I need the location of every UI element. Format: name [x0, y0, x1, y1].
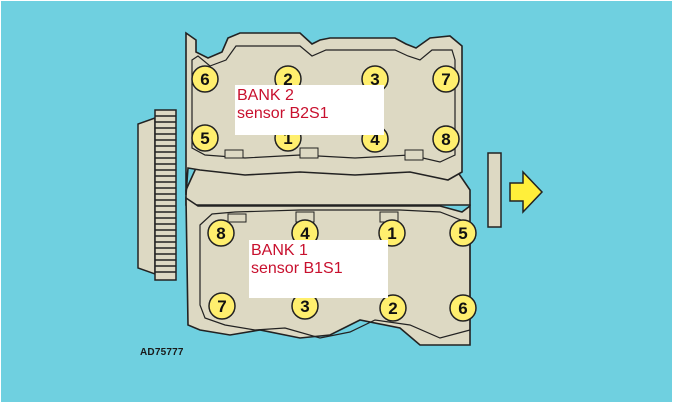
bank1-cylinder-1: 1 [378, 219, 406, 247]
cylinder-circle [432, 125, 460, 153]
cylinder-number: 5 [200, 129, 209, 148]
arrow-right-icon [509, 170, 544, 214]
bank1-sensor: sensor B1S1 [251, 260, 343, 277]
cylinder-number: 7 [441, 70, 450, 89]
cylinder-number: 2 [283, 70, 292, 89]
cylinder-circle [207, 219, 235, 247]
bank1-cylinder-6: 6 [449, 294, 477, 322]
cylinder-number: 1 [387, 224, 396, 243]
bank1-cylinder-8: 8 [207, 219, 235, 247]
cylinder-number: 3 [370, 70, 379, 89]
bank2-cylinder-5: 5 [191, 124, 219, 152]
bank1-cylinder-7: 7 [208, 292, 236, 320]
cylinder-number: 6 [200, 70, 209, 89]
bank1-cylinder-5: 5 [449, 219, 477, 247]
cylinder-circle [191, 124, 219, 152]
cylinder-circle [208, 292, 236, 320]
bank2-cylinder-7: 7 [432, 65, 460, 93]
cylinder-circle [449, 219, 477, 247]
cylinder-number: 6 [458, 299, 467, 318]
crank-pulley-icon [137, 109, 177, 281]
bank2-cylinder-6: 6 [191, 65, 219, 93]
cylinder-number: 3 [300, 297, 309, 316]
transmission-flange [487, 152, 502, 228]
cylinder-circle [449, 294, 477, 322]
cylinder-number: 4 [370, 130, 380, 149]
bank1-label-box: BANK 1 sensor B1S1 [249, 240, 388, 298]
bank2-cylinder-8: 8 [432, 125, 460, 153]
cylinder-number: 4 [300, 224, 310, 243]
cylinder-number: 8 [441, 130, 450, 149]
cylinder-number: 1 [283, 129, 292, 148]
bank2-sensor: sensor B2S1 [237, 105, 329, 122]
figure-id: AD75777 [140, 347, 184, 358]
cylinder-circle [378, 219, 406, 247]
bank1-cylinder-2: 2 [379, 294, 407, 322]
cylinder-number: 5 [458, 224, 467, 243]
bank2-label-box: BANK 2 sensor B2S1 [235, 85, 384, 135]
bank1-title: BANK 1 [251, 242, 308, 259]
bank2-title: BANK 2 [237, 87, 294, 104]
cylinder-circle [379, 294, 407, 322]
cylinder-circle [191, 65, 219, 93]
cylinder-circle [432, 65, 460, 93]
cylinder-number: 7 [217, 297, 226, 316]
cylinder-number: 8 [216, 224, 225, 243]
cylinder-number: 2 [388, 299, 397, 318]
